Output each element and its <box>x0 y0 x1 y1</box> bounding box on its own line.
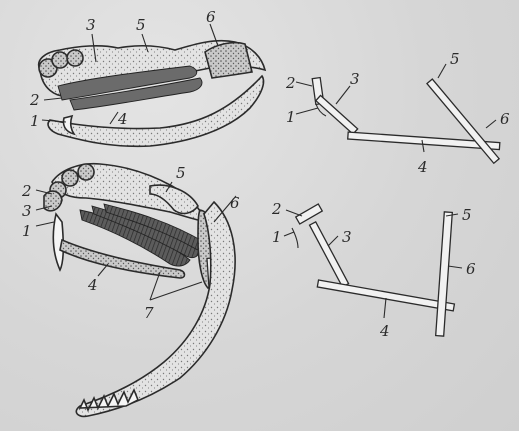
label-3-bottom-left: 3 <box>22 202 32 220</box>
label-6-top-right: 6 <box>500 110 510 128</box>
label-1-bottom-left: 1 <box>22 222 32 240</box>
label-5-bottom-right: 5 <box>462 206 472 224</box>
label-7-bottom-left: 7 <box>144 304 154 322</box>
lever-rod-6 <box>427 79 499 163</box>
lever-diagram-closed <box>296 64 500 163</box>
leader-line <box>150 282 202 300</box>
label-5-top-right: 5 <box>450 50 460 68</box>
label-1-top-right: 1 <box>286 108 296 126</box>
leader-line <box>296 82 312 86</box>
label-2-top-left: 2 <box>29 91 40 109</box>
label-3-top-right: 3 <box>350 70 360 88</box>
lever-rod-3 <box>316 95 358 134</box>
leader-line <box>384 298 386 318</box>
label-5-top-left: 5 <box>136 16 146 34</box>
lever-diagram-open <box>284 204 462 336</box>
lever-rod-6 <box>436 212 453 336</box>
label-4-bottom-left: 4 <box>87 276 98 294</box>
label-4-top-left: 4 <box>117 110 128 128</box>
leader-line <box>284 232 294 236</box>
quadrate-bone <box>205 43 252 78</box>
leader-line <box>336 86 350 104</box>
skull-open-mouth <box>36 164 236 417</box>
label-3-bottom-right: 3 <box>342 228 352 246</box>
label-2-bottom-right: 2 <box>271 200 282 218</box>
lever-fang-1 <box>292 228 298 248</box>
label-5-bottom-left: 5 <box>176 164 186 182</box>
leader-line <box>36 222 54 226</box>
leader-line <box>98 264 108 276</box>
leader-line <box>296 108 318 114</box>
leader-line <box>150 272 160 300</box>
snout-bump <box>67 50 83 66</box>
lever-rod-2 <box>296 204 323 224</box>
skull-closed-mouth <box>39 24 265 146</box>
leader-line <box>448 266 462 268</box>
label-1-bottom-right: 1 <box>272 228 282 246</box>
label-6-bottom-right: 6 <box>466 260 476 278</box>
snout-bump <box>78 164 94 180</box>
leader-line <box>286 210 302 216</box>
label-6-top-left: 6 <box>206 8 216 26</box>
label-6-bottom-left: 6 <box>230 194 240 212</box>
label-3-top-left: 3 <box>86 16 96 34</box>
snout-bump <box>52 52 68 68</box>
leader-line <box>438 64 446 78</box>
label-2-top-right: 2 <box>285 74 296 92</box>
lever-rod-4 <box>317 280 454 311</box>
label-4-top-right: 4 <box>417 158 428 176</box>
snout-bump <box>62 170 78 186</box>
leader-line <box>328 236 338 246</box>
label-1-top-left: 1 <box>30 112 40 130</box>
label-4-bottom-right: 4 <box>379 322 390 340</box>
leader-line <box>44 98 62 100</box>
label-2-bottom-left: 2 <box>21 182 32 200</box>
leader-line <box>486 120 496 128</box>
leader-line <box>110 112 118 124</box>
